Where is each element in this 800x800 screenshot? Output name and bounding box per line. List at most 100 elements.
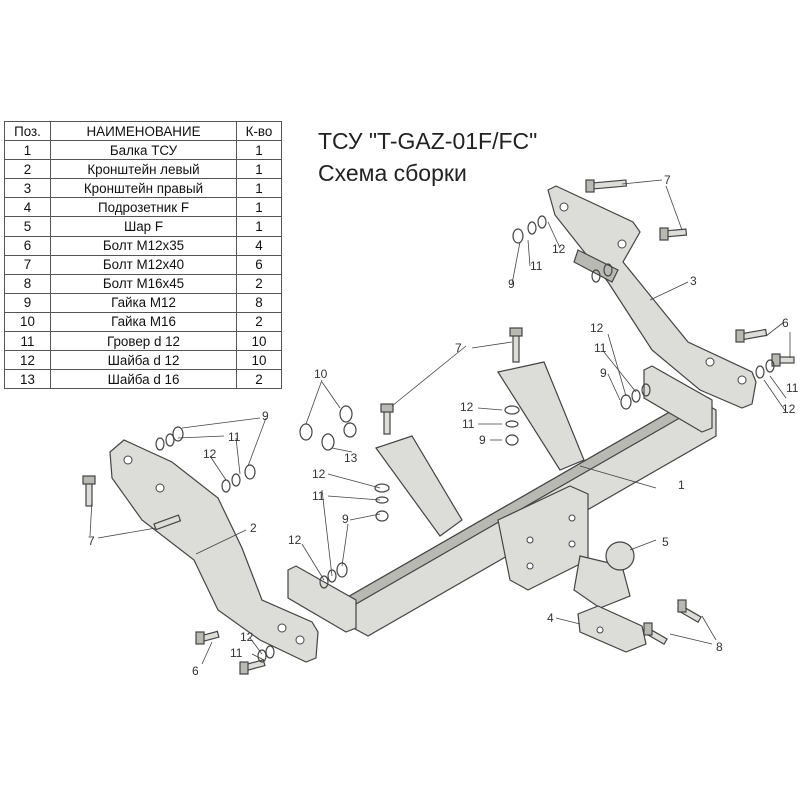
callout-2: 2 (250, 521, 257, 535)
cell-qty: 1 (236, 197, 282, 218)
callout-12: 12 (312, 467, 326, 481)
mount-hole (526, 536, 534, 544)
callout-10: 10 (314, 367, 328, 381)
bracket-hole (295, 635, 305, 645)
parts-table-header: Поз. НАИМЕНОВАНИЕ К-во (4, 120, 282, 142)
mount-hole (568, 514, 576, 522)
right-end-plate (643, 365, 713, 433)
cell-qty: 4 (236, 235, 282, 256)
cell-qty: 10 (236, 350, 282, 371)
callout-12: 12 (240, 630, 254, 644)
bolt (153, 514, 182, 531)
bracket-hole (737, 375, 747, 385)
callout-12: 12 (590, 321, 604, 335)
center-mount (497, 485, 589, 591)
callout-7: 7 (664, 173, 671, 187)
callout-9: 9 (508, 277, 515, 291)
callout-11: 11 (786, 381, 799, 395)
cell-name: Болт М12х35 (50, 235, 237, 256)
bolt (735, 328, 768, 343)
cell-name: Подрозетник F (50, 197, 237, 218)
bolt (82, 475, 96, 507)
bolt (509, 327, 523, 363)
bolt (643, 622, 668, 646)
bracket-hole (559, 202, 569, 212)
right-bracket (547, 185, 757, 409)
bolt (677, 599, 702, 624)
drawing-subtitle: Схема сборки (318, 160, 467, 186)
callout-6: 6 (782, 316, 789, 330)
bolt (659, 227, 688, 241)
cell-qty: 1 (236, 140, 282, 161)
bolt (771, 353, 795, 367)
bolt (585, 179, 628, 193)
socket-plate (577, 605, 647, 653)
callout-9: 9 (342, 512, 349, 526)
callout-13: 13 (344, 451, 358, 465)
drawing-title: ТСУ "T-GAZ-01F/FC" (318, 128, 538, 154)
callout-11: 11 (312, 489, 325, 503)
callout-12: 12 (460, 400, 474, 414)
callout-5: 5 (662, 535, 669, 549)
left-support (375, 435, 463, 537)
cell-name: Балка ТСУ (50, 140, 237, 161)
callout-4: 4 (547, 611, 554, 625)
cell-pos: 1 (4, 140, 51, 161)
cell-name: Кронштейн правый (50, 178, 237, 199)
callout-7: 7 (88, 534, 95, 548)
bracket-hole (123, 455, 133, 465)
bolt (195, 630, 220, 645)
callout-8: 8 (716, 640, 723, 654)
leader-lines (89, 179, 791, 665)
callout-6: 6 (192, 664, 199, 678)
cell-qty: 1 (236, 159, 282, 180)
mount-hole (568, 540, 576, 548)
cell-qty: 1 (236, 216, 282, 237)
right-support (497, 361, 585, 471)
tow-ball (605, 541, 635, 571)
socket-hole (596, 626, 604, 634)
cell-name: Шайба d 16 (50, 369, 237, 390)
callout-9: 9 (479, 433, 486, 447)
bracket-hole (617, 239, 627, 249)
bracket-tab (573, 249, 619, 283)
callout-9: 9 (262, 409, 269, 423)
bracket-hole (155, 483, 165, 493)
callout-12: 12 (782, 402, 796, 416)
col-header-qty: К-во (236, 120, 282, 142)
callout-12: 12 (288, 533, 302, 547)
callout-11: 11 (462, 417, 475, 431)
mount-hole (526, 562, 534, 570)
cell-pos: 2 (4, 159, 51, 180)
callout-1: 1 (678, 478, 685, 492)
col-header-pos: Поз. (4, 120, 51, 142)
cell-qty: 1 (236, 178, 282, 199)
callout-3: 3 (690, 274, 697, 288)
bolt (380, 403, 394, 435)
callout-11: 11 (228, 430, 241, 444)
cell-qty: 2 (236, 369, 282, 390)
callout-12: 12 (203, 447, 217, 461)
washer-group (155, 215, 775, 663)
cell-pos: 11 (4, 331, 51, 352)
callout-11: 11 (230, 646, 243, 660)
left-end-plate (287, 565, 357, 633)
cell-name: Кронштейн левый (50, 159, 237, 180)
cell-pos: 5 (4, 216, 51, 237)
cell-name: Гайка М16 (50, 311, 237, 333)
callout-11: 11 (594, 341, 607, 355)
left-bracket (109, 439, 319, 663)
callout-9: 9 (600, 366, 607, 380)
cell-name: Шар F (50, 216, 237, 237)
callout-11: 11 (530, 259, 543, 273)
callout-7: 7 (455, 341, 462, 355)
